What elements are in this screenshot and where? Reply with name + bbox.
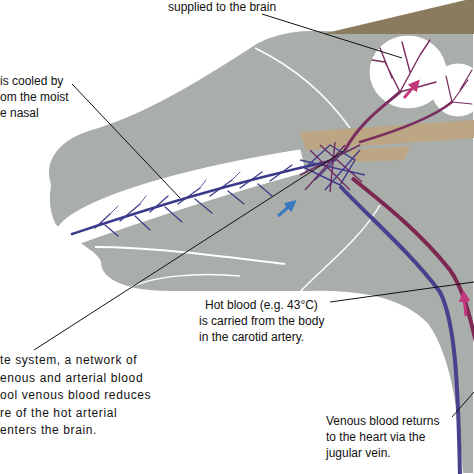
callout-text: Hot blood (e.g. 43°C) is carried from th…	[199, 297, 328, 345]
callout-text: supplied to the brain	[168, 0, 276, 15]
nasal-cavity	[57, 150, 305, 246]
flow-arrow	[464, 296, 466, 316]
nasal-veins	[72, 160, 335, 236]
carotid-rete	[300, 142, 365, 192]
bone-band	[350, 146, 410, 162]
callout-text: te system, a network of enous and arteri…	[0, 352, 155, 440]
brain-arteries	[345, 40, 472, 150]
callout-text: Venous blood returns to the heart via th…	[326, 413, 446, 461]
brain	[432, 64, 474, 116]
skull-line	[255, 48, 350, 128]
callout-text: is cooled by om the moist e nasal	[0, 73, 74, 121]
flow-arrow	[404, 84, 416, 98]
flow-arrow	[278, 204, 292, 216]
skull-line	[300, 205, 380, 292]
bone-band	[300, 120, 474, 150]
horn	[322, 0, 474, 34]
